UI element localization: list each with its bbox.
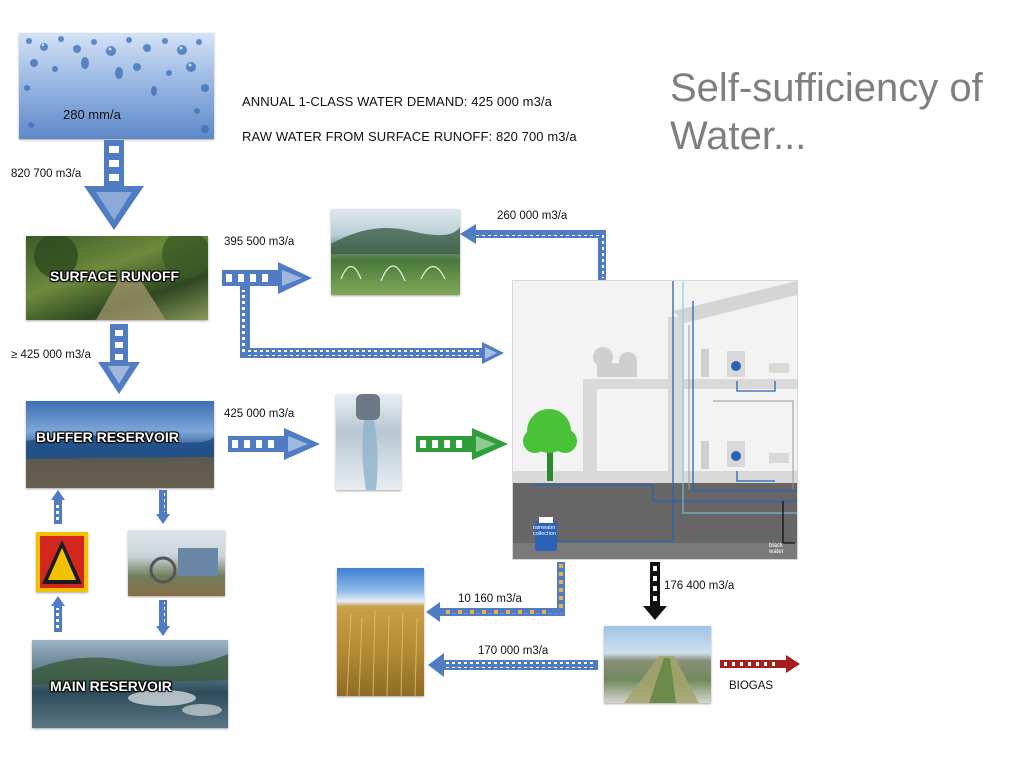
buffer-reservoir-label: BUFFER RESERVOIR xyxy=(36,429,179,445)
flow-label-building-to-treatment: 176 400 m3/a xyxy=(664,580,735,592)
sprinkler-icon xyxy=(331,227,460,282)
arrow-building-to-treatment xyxy=(643,562,667,620)
wheat-field-image xyxy=(337,568,424,696)
buffer-reservoir-image: BUFFER RESERVOIR xyxy=(26,401,214,488)
rain-drops-image: 280 mm/a xyxy=(19,33,214,139)
arrow-runoff-to-buffer xyxy=(98,324,140,394)
arrow-rain-to-runoff xyxy=(84,140,144,230)
flow-label-buffer-to-tap: 425 000 m3/a xyxy=(224,408,295,420)
surface-runoff-label: SURFACE RUNOFF xyxy=(50,268,180,284)
rainwater-collection-label: rainwater collection xyxy=(533,525,556,537)
building-diagram-graphic xyxy=(513,281,797,559)
arrow-buffer-up-from-energy xyxy=(51,490,65,524)
surface-runoff-image: SURFACE RUNOFF xyxy=(26,236,208,320)
arrow-treatment-down-to-main xyxy=(156,600,170,636)
arrow-energy-up-from-main xyxy=(51,596,65,632)
main-reservoir-image: MAIN RESERVOIR xyxy=(32,640,228,728)
arrow-biogas xyxy=(720,655,800,673)
lake-icon xyxy=(26,435,214,488)
power-icon xyxy=(40,536,84,588)
water-demand-note: ANNUAL 1-CLASS WATER DEMAND: 425 000 m3/… xyxy=(242,94,552,109)
building-section-diagram: rainwater collection black water xyxy=(512,280,798,560)
arrow-runoff-to-building xyxy=(240,286,504,364)
arrow-building-to-irrigation xyxy=(460,224,606,280)
flow-label-building-to-irrigation: 260 000 m3/a xyxy=(497,210,568,222)
energy-plant-image xyxy=(36,532,88,592)
black-water-label: black water xyxy=(769,543,784,555)
treatment-plant-icon xyxy=(149,548,218,584)
arrow-buffer-down-to-treatment xyxy=(156,490,170,524)
flow-label-runoff-to-irrigation: 395 500 m3/a xyxy=(224,236,295,248)
water-treatment-image xyxy=(128,530,225,596)
faucet-icon xyxy=(356,394,380,490)
reservoir-icon xyxy=(32,654,228,716)
arrow-buffer-to-tap xyxy=(228,428,320,460)
flow-label-runoff-to-buffer: ≥ 425 000 m3/a xyxy=(11,349,91,361)
tap-water-image xyxy=(336,394,401,490)
constructed-wetland-image xyxy=(604,626,711,703)
rainfall-value: 280 mm/a xyxy=(63,107,121,122)
biogas-label: BIOGAS xyxy=(729,680,774,692)
flow-label-rainwater-to-field: 10 160 m3/a xyxy=(458,593,522,605)
arrow-runoff-to-irrigation xyxy=(222,262,312,294)
main-reservoir-label: MAIN RESERVOIR xyxy=(50,678,172,694)
page-title: Self-sufficiency of Water... xyxy=(670,66,983,158)
wetland-icon xyxy=(624,656,699,703)
water-drops-icon xyxy=(24,36,209,133)
forest-path-icon xyxy=(34,236,208,320)
raw-water-note: RAW WATER FROM SURFACE RUNOFF: 820 700 m… xyxy=(242,129,577,144)
wheat-icon xyxy=(346,609,418,696)
arrow-treatment-to-field xyxy=(428,653,598,677)
arrow-tap-to-building xyxy=(416,428,508,460)
flow-label-treatment-to-field: 170 000 m3/a xyxy=(478,645,549,657)
flow-label-rain-to-runoff: 820 700 m3/a xyxy=(11,168,82,180)
irrigation-sprinkler-image xyxy=(331,209,460,295)
arrow-rainwater-to-field xyxy=(426,562,565,622)
